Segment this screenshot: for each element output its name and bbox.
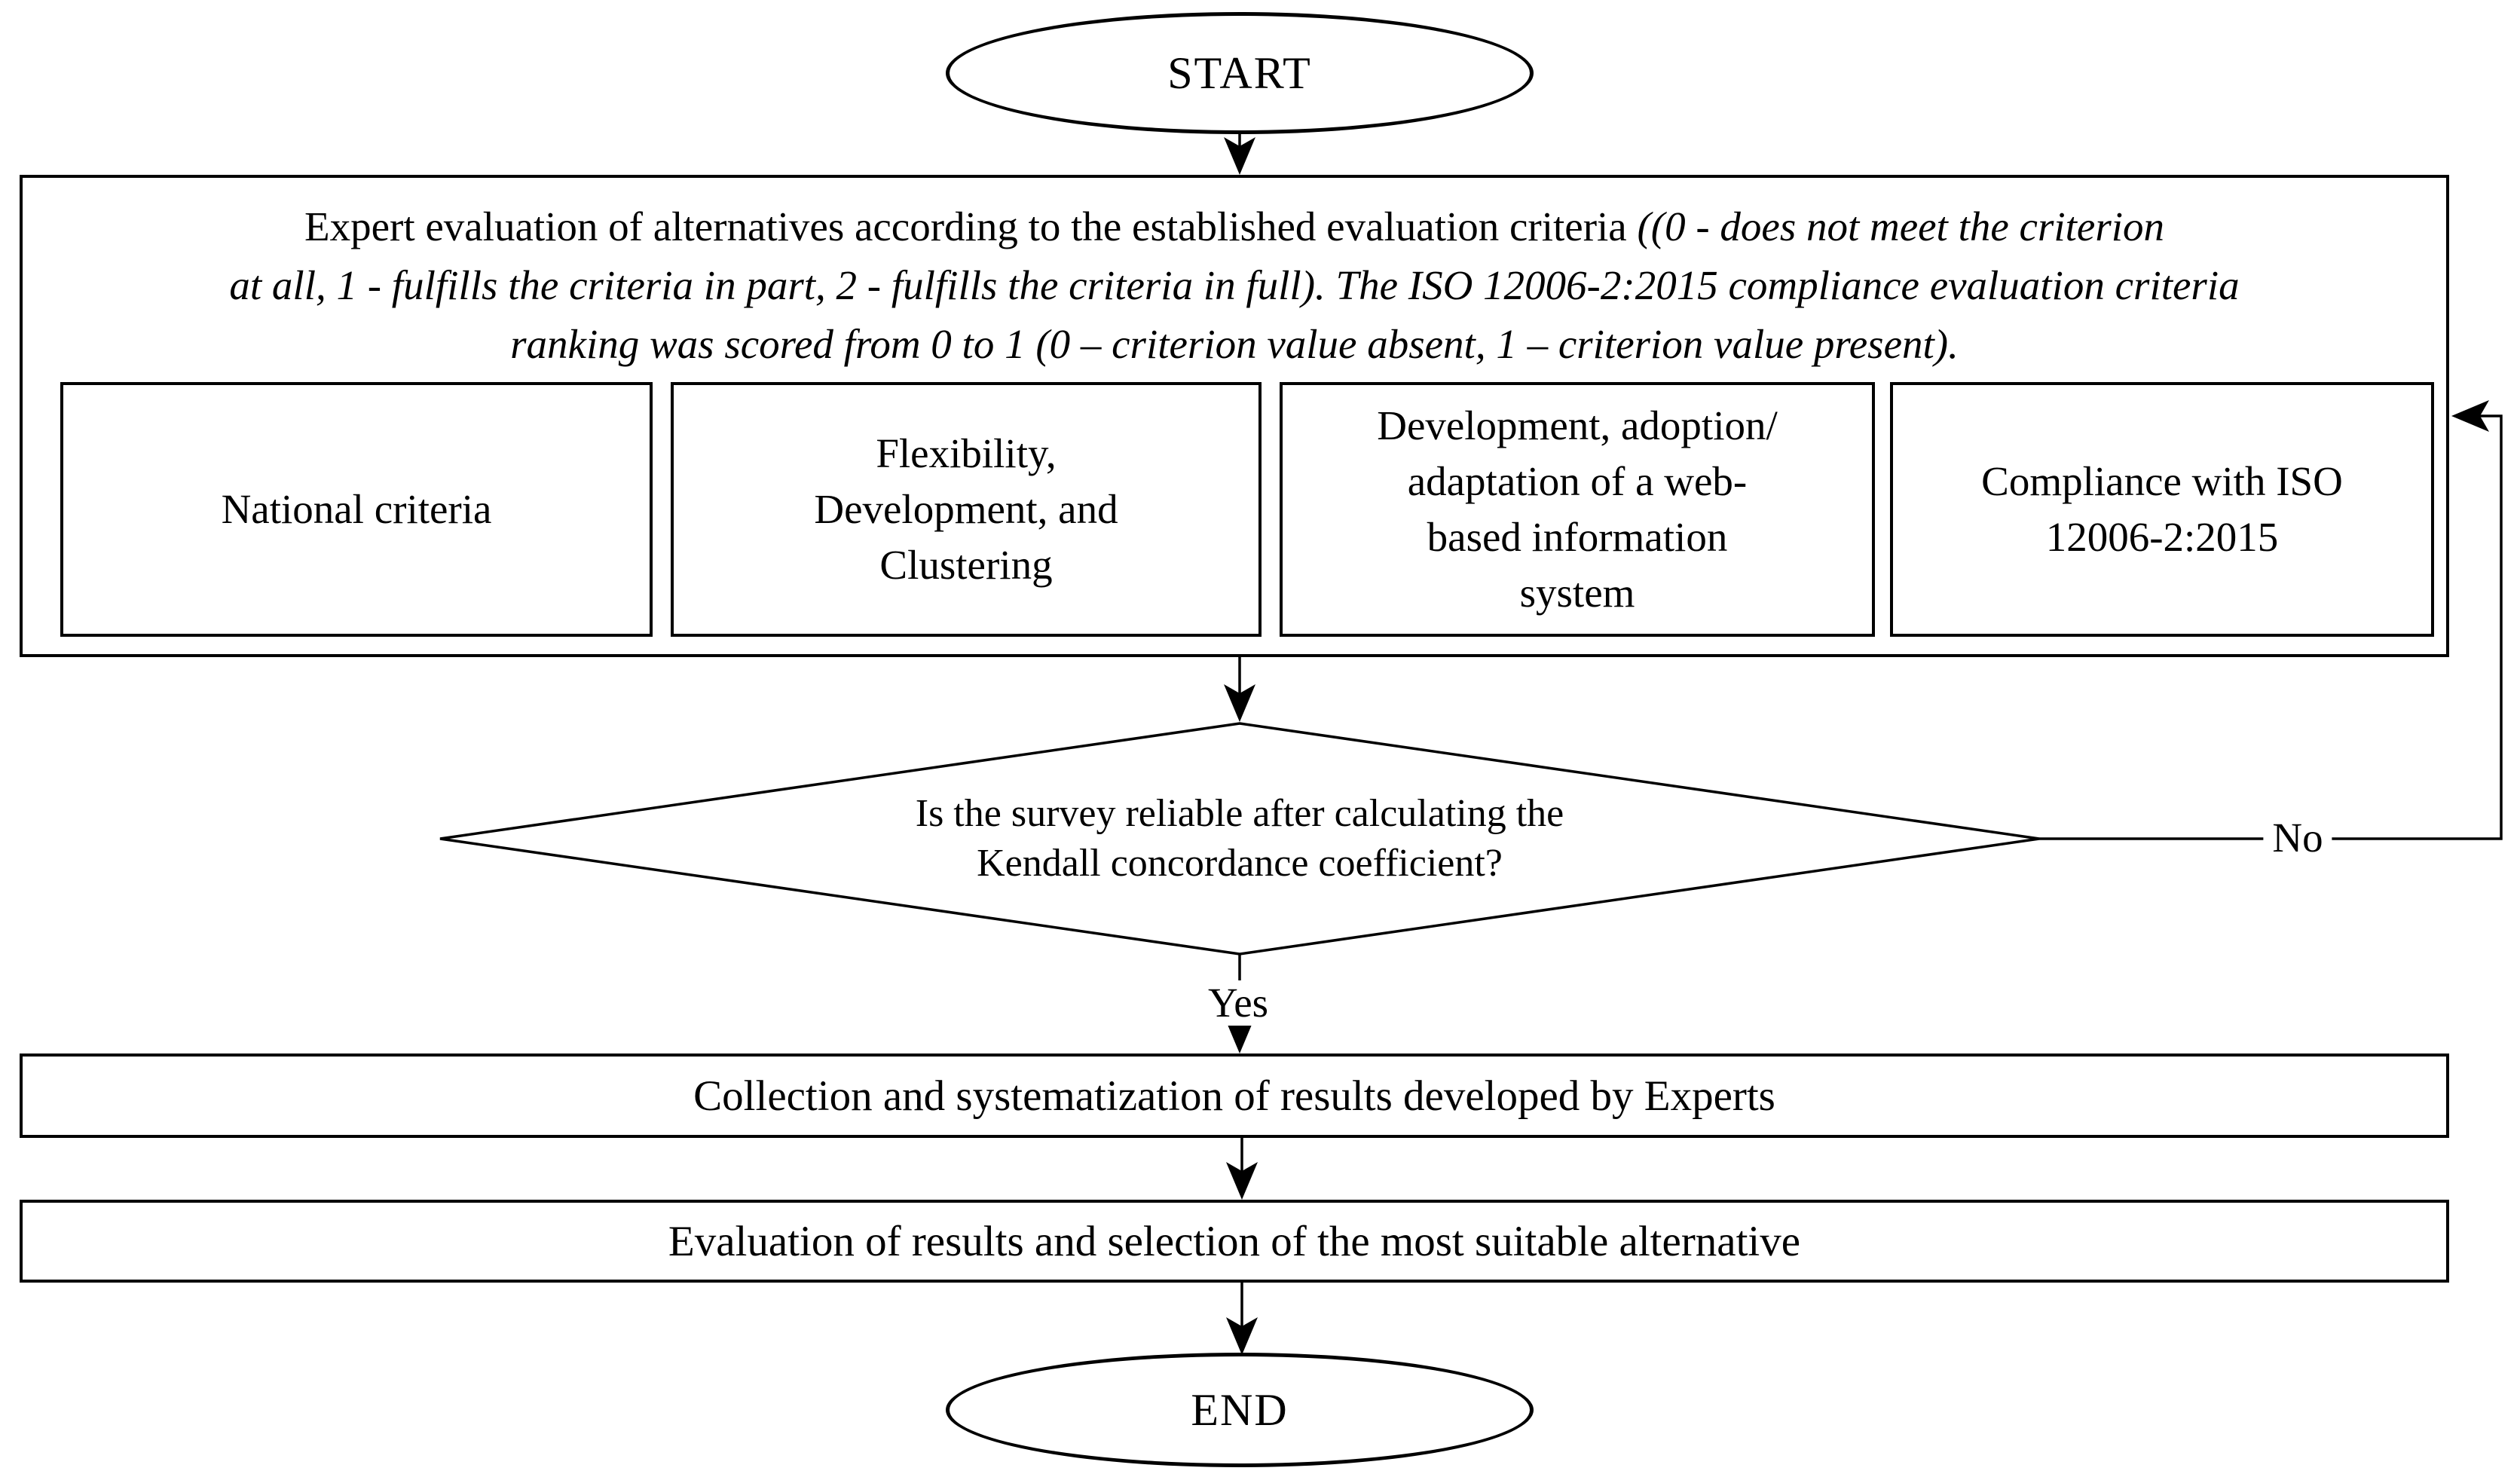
criteria-text: Expert evaluation of alternatives accord… xyxy=(20,197,2449,374)
yes-edge-label: Yes xyxy=(1198,980,1278,1026)
end-label: END xyxy=(1191,1384,1289,1435)
start-label: START xyxy=(1167,47,1312,98)
criteria-line-1: Expert evaluation of alternatives accord… xyxy=(20,197,2449,256)
arrow-criteria-to-decision-head xyxy=(1224,684,1255,722)
arrow-evaluation-to-end-head xyxy=(1226,1317,1258,1355)
no-edge-label: No xyxy=(2263,815,2332,861)
subbox-web-based-system-label: Development, adoption/ adaptation of a w… xyxy=(1377,402,1778,616)
evaluation-box: Evaluation of results and selection of t… xyxy=(20,1200,2449,1283)
criteria-line-2: at all, 1 - fulfills the criteria in par… xyxy=(229,262,2240,308)
arrow-no-feedback-head xyxy=(2451,400,2489,432)
collection-box: Collection and systematization of result… xyxy=(20,1054,2449,1138)
subbox-web-based-system: Development, adoption/ adaptation of a w… xyxy=(1280,382,1875,637)
criteria-line-1-italic: ((0 - does not meet the criterion xyxy=(1637,203,2164,249)
subbox-national-criteria: National criteria xyxy=(60,382,653,637)
subbox-iso-compliance: Compliance with ISO 12006-2:2015 xyxy=(1890,382,2434,637)
arrow-start-to-criteria-head xyxy=(1224,137,1255,175)
collection-box-label: Collection and systematization of result… xyxy=(693,1072,1775,1120)
subbox-flexibility-development-clustering: Flexibility, Development, and Clustering xyxy=(671,382,1262,637)
subbox-flexibility-label: Flexibility, Development, and Clustering xyxy=(814,430,1118,588)
start-terminator: START xyxy=(946,12,1534,134)
end-terminator: END xyxy=(946,1353,1534,1467)
subbox-national-criteria-label: National criteria xyxy=(221,486,492,532)
subbox-iso-compliance-label: Compliance with ISO 12006-2:2015 xyxy=(1981,458,2343,560)
criteria-line-1-normal: Expert evaluation of alternatives accord… xyxy=(304,203,1638,249)
evaluation-box-label: Evaluation of results and selection of t… xyxy=(668,1217,1801,1265)
arrow-collection-to-evaluation-head xyxy=(1226,1162,1258,1200)
decision-question: Is the survey reliable after calculating… xyxy=(915,792,1564,885)
criteria-line-3: ranking was scored from 0 to 1 (0 – crit… xyxy=(510,321,1959,367)
